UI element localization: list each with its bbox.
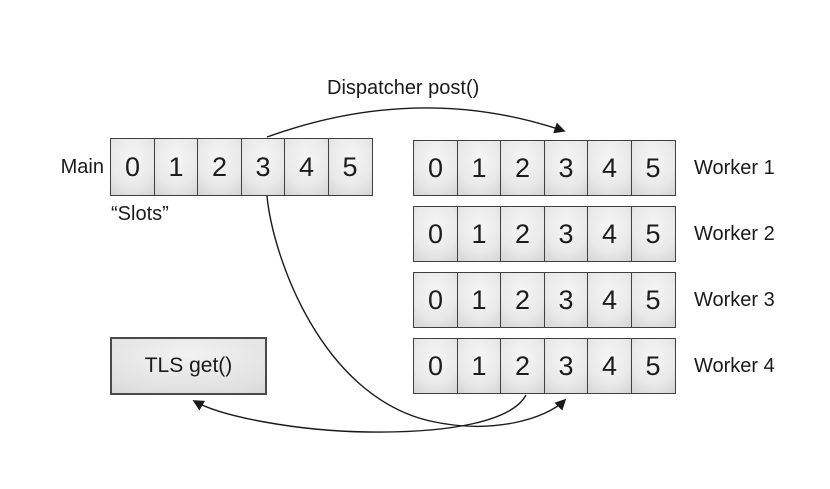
worker4-slots-row: 0 1 2 3 4 5 bbox=[413, 338, 676, 394]
slots-caption: “Slots” bbox=[111, 203, 169, 225]
worker3-slot-cell-3: 3 bbox=[543, 272, 589, 328]
main-slot-cell-0: 0 bbox=[110, 138, 155, 196]
dispatcher-post-label: Dispatcher post() bbox=[327, 77, 480, 99]
worker4-slot-cell-5: 5 bbox=[630, 338, 676, 394]
worker3-slot-cell-5: 5 bbox=[630, 272, 676, 328]
worker2-slot-cell-5: 5 bbox=[630, 206, 676, 262]
worker2-slot-cell-0: 0 bbox=[413, 206, 458, 262]
worker2-slot-cell-2: 2 bbox=[500, 206, 545, 262]
worker3-slots-row: 0 1 2 3 4 5 bbox=[413, 272, 676, 328]
worker2-slot-cell-3: 3 bbox=[543, 206, 589, 262]
worker2-label: Worker 2 bbox=[694, 222, 775, 245]
worker3-slot-cell-2: 2 bbox=[500, 272, 545, 328]
worker4-slot-cell-0: 0 bbox=[413, 338, 458, 394]
worker1-slot-cell-0: 0 bbox=[413, 140, 458, 196]
main-slots-row: 0 1 2 3 4 5 bbox=[110, 138, 373, 196]
worker1-slot-cell-2: 2 bbox=[500, 140, 545, 196]
main-slot-cell-1: 1 bbox=[153, 138, 199, 196]
worker1-slot-cell-4: 4 bbox=[587, 140, 632, 196]
worker3-label: Worker 3 bbox=[694, 288, 775, 311]
worker1-slot-cell-5: 5 bbox=[630, 140, 676, 196]
worker4-slot-cell-1: 1 bbox=[456, 338, 502, 394]
main-slot-cell-4: 4 bbox=[284, 138, 329, 196]
worker4-slot-cell-3: 3 bbox=[543, 338, 589, 394]
main-slot-cell-2: 2 bbox=[197, 138, 242, 196]
dispatcher-post-arrow bbox=[266, 107, 566, 138]
worker1-slot-cell-3: 3 bbox=[543, 140, 589, 196]
main-slot-cell-3: 3 bbox=[240, 138, 286, 196]
main-slot-cell-5: 5 bbox=[327, 138, 373, 196]
worker1-label: Worker 1 bbox=[694, 156, 775, 179]
worker2-slot-cell-1: 1 bbox=[456, 206, 502, 262]
worker2-slot-cell-4: 4 bbox=[587, 206, 632, 262]
worker3-slot-cell-1: 1 bbox=[456, 272, 502, 328]
worker4-label: Worker 4 bbox=[694, 354, 775, 377]
worker3-slot-cell-0: 0 bbox=[413, 272, 458, 328]
worker4-slot-cell-2: 2 bbox=[500, 338, 545, 394]
worker3-slot-cell-4: 4 bbox=[587, 272, 632, 328]
worker1-slots-row: 0 1 2 3 4 5 bbox=[413, 140, 676, 196]
tls-get-box: TLS get() bbox=[110, 337, 267, 395]
worker2-slots-row: 0 1 2 3 4 5 bbox=[413, 206, 676, 262]
worker4-slot-cell-4: 4 bbox=[587, 338, 632, 394]
tls-get-label: TLS get() bbox=[144, 354, 233, 377]
main-label: Main bbox=[60, 155, 104, 178]
worker1-slot-cell-1: 1 bbox=[456, 140, 502, 196]
worker4-to-tls-arrow bbox=[192, 394, 527, 433]
